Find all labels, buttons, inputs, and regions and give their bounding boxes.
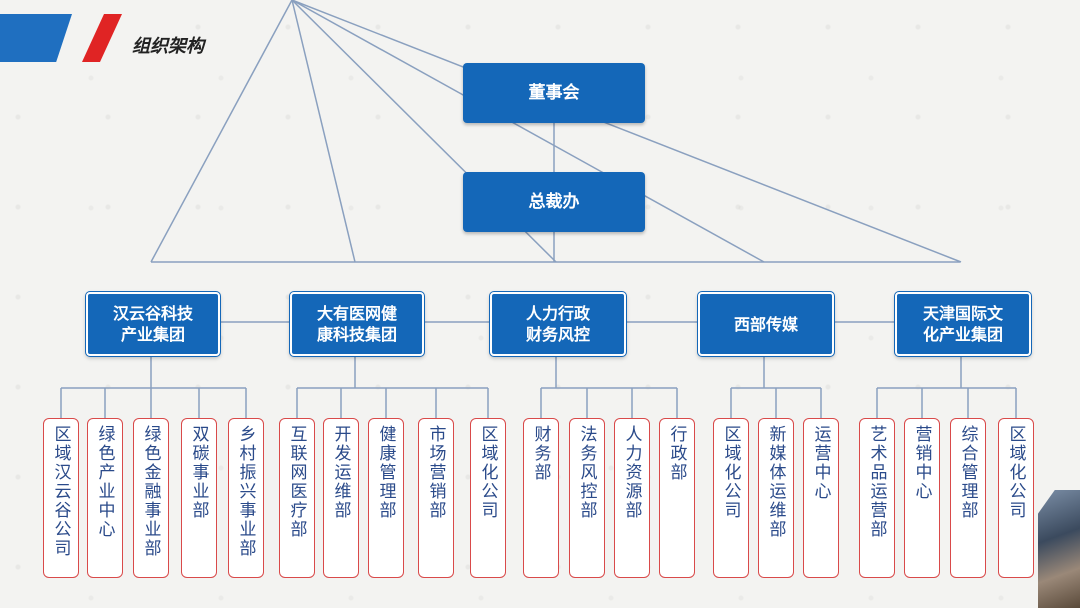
president-office-box: 总裁办 [463,172,645,232]
department-label: 双碳事业部 [188,425,209,520]
department-label: 运营中心 [810,425,831,501]
group-box: 人力行政 财务风控 [490,292,626,356]
department-box: 艺术品运营部 [859,418,895,578]
group-label: 人力行政 财务风控 [525,304,590,344]
department-label: 市场营销部 [425,425,446,520]
group-label: 汉云谷科技 产业集团 [112,304,193,344]
department-label: 乡村振兴事业部 [235,425,256,558]
department-box: 综合管理部 [950,418,986,578]
department-label: 财务部 [530,425,551,482]
department-box: 营销中心 [904,418,940,578]
department-box: 绿色金融事业部 [133,418,169,578]
connector [291,0,962,263]
department-label: 健康管理部 [375,425,396,520]
department-box: 财务部 [523,418,559,578]
department-box: 区域化公司 [998,418,1034,578]
department-label: 人力资源部 [621,425,642,520]
department-box: 运营中心 [803,418,839,578]
department-label: 综合管理部 [957,425,978,520]
department-label: 区域汉云谷公司 [50,425,71,558]
department-box: 互联网医疗部 [279,418,315,578]
group-box: 汉云谷科技 产业集团 [86,292,220,356]
department-box: 双碳事业部 [181,418,217,578]
department-box: 区域化公司 [470,418,506,578]
department-label: 区域化公司 [477,425,498,520]
department-label: 绿色金融事业部 [140,425,161,558]
department-label: 新媒体运维部 [765,425,786,539]
department-box: 健康管理部 [368,418,404,578]
department-box: 区域汉云谷公司 [43,418,79,578]
department-box: 区域化公司 [713,418,749,578]
department-box: 绿色产业中心 [87,418,123,578]
department-label: 行政部 [666,425,687,482]
department-label: 区域化公司 [1005,425,1026,520]
group-box: 西部传媒 [698,292,834,356]
building-photo [1038,490,1080,608]
connector [291,0,356,263]
department-box: 乡村振兴事业部 [228,418,264,578]
group-label: 西部传媒 [733,314,798,334]
group-label: 天津国际文 化产业集团 [922,304,1003,344]
department-label: 互联网医疗部 [286,425,307,539]
department-box: 行政部 [659,418,695,578]
department-box: 人力资源部 [614,418,650,578]
office-label: 总裁办 [528,192,580,212]
department-box: 市场营销部 [418,418,454,578]
board-label: 董事会 [528,83,580,103]
department-box: 开发运维部 [323,418,359,578]
board-box: 董事会 [463,63,645,123]
department-label: 绿色产业中心 [94,425,115,539]
connector [291,0,765,263]
department-label: 艺术品运营部 [866,425,887,539]
department-label: 区域化公司 [720,425,741,520]
group-box: 大有医网健 康科技集团 [290,292,424,356]
group-box: 天津国际文 化产业集团 [895,292,1031,356]
department-label: 法务风控部 [576,425,597,520]
group-label: 大有医网健 康科技集团 [316,304,397,344]
department-label: 营销中心 [911,425,932,501]
page-title: 组织架构 [132,36,204,57]
department-box: 新媒体运维部 [758,418,794,578]
connector [150,0,293,263]
department-label: 开发运维部 [330,425,351,520]
department-box: 法务风控部 [569,418,605,578]
